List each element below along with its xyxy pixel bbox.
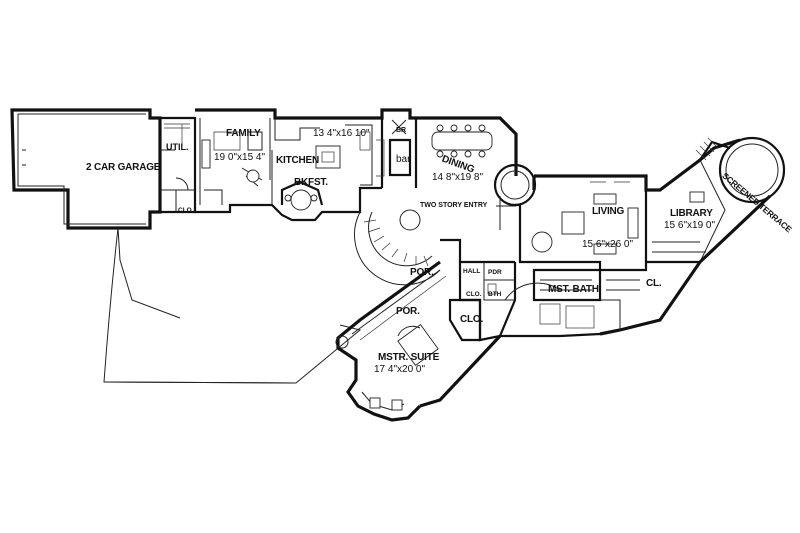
- br-label: BR: [396, 127, 406, 134]
- mstr-suite-label: MSTR. SUITE: [378, 352, 440, 363]
- por-suite-label: POR.: [396, 306, 420, 317]
- clo-suite-label: CLO.: [460, 314, 484, 325]
- bkfst-label: BKFST.: [294, 177, 328, 188]
- garage-wing: [10, 108, 362, 384]
- mst-bath-label: MST. BATH: [548, 284, 599, 295]
- library-label: LIBRARY: [670, 208, 713, 219]
- family-label: FAMILY: [226, 128, 261, 139]
- entry-stair: [354, 196, 516, 286]
- pdr-label: PDR: [488, 269, 502, 276]
- cl-label: CL.: [646, 278, 662, 289]
- bth-label: BTH: [488, 291, 502, 298]
- entry-label: TWO STORY ENTRY: [420, 202, 488, 209]
- garage-label: 2 CAR GARAGE: [86, 162, 161, 173]
- living-dims: 15 6"x26 0": [582, 239, 633, 250]
- util-label: UTIL.: [166, 142, 189, 152]
- mstr-suite-dims: 17 4"x20 0": [374, 364, 425, 375]
- master-suite-wing: [335, 260, 502, 422]
- family-dims: 19 0"x15 4": [214, 152, 265, 163]
- kitchen-label: KITCHEN: [276, 155, 319, 166]
- bar-label: bar: [396, 154, 411, 165]
- library-dims: 15 6"x19 0": [664, 220, 715, 231]
- living-library-wing: [515, 136, 786, 336]
- hall-label: HALL: [463, 268, 480, 275]
- clo-garage-label: CLO.: [178, 207, 194, 214]
- room-labels: 2 CAR GARAGE UTIL. CLO. FAMILY 19 0"x15 …: [86, 127, 794, 375]
- clo-hall-label: CLO.: [466, 291, 482, 298]
- por-main-label: POR.: [410, 267, 434, 278]
- family-kitchen-area: [195, 108, 518, 222]
- dining-dims: 14 8"x19 8": [432, 172, 483, 183]
- living-label: LIVING: [592, 206, 625, 217]
- kitchen-dims: 13 4"x16 10": [313, 128, 370, 139]
